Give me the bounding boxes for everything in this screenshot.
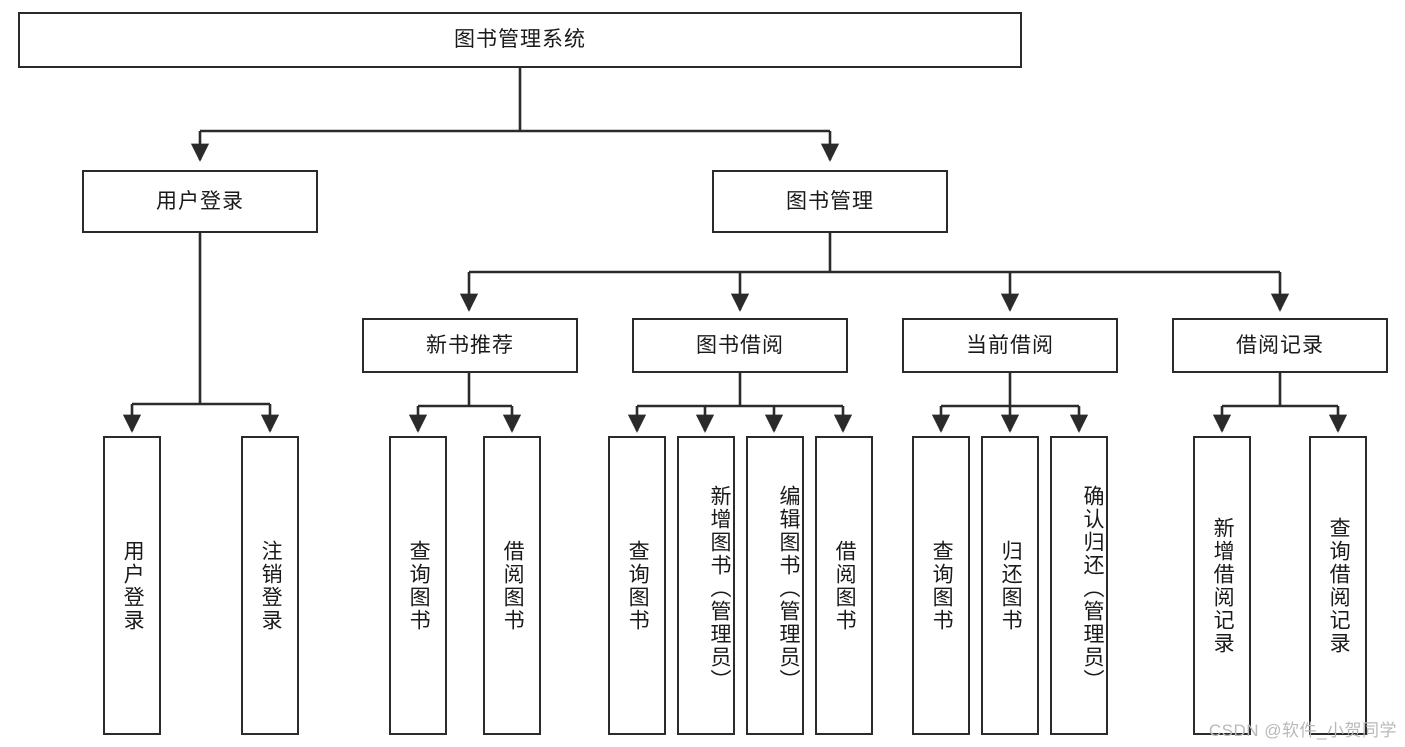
leaf-borrow-record-query[interactable]: 查询借阅记录	[1309, 436, 1367, 735]
node-new-book-recommend[interactable]: 新书推荐	[362, 318, 578, 373]
node-book-management[interactable]: 图书管理	[712, 170, 948, 233]
leaf-book-borrow-add[interactable]: 新增图书（管理员）	[677, 436, 735, 735]
leaf-current-borrow-confirm[interactable]: 确认归还（管理员）	[1050, 436, 1108, 735]
leaf-borrow-record-add[interactable]: 新增借阅记录	[1193, 436, 1251, 735]
leaf-book-borrow-query[interactable]: 查询图书	[608, 436, 666, 735]
leaf-book-borrow-edit[interactable]: 编辑图书（管理员）	[746, 436, 804, 735]
leaf-book-borrow-lend[interactable]: 借阅图书	[815, 436, 873, 735]
leaf-user-login-login[interactable]: 用户登录	[103, 436, 161, 735]
node-root-system[interactable]: 图书管理系统	[18, 12, 1022, 68]
leaf-current-borrow-return[interactable]: 归还图书	[981, 436, 1039, 735]
node-book-borrow[interactable]: 图书借阅	[632, 318, 848, 373]
leaf-new-book-query[interactable]: 查询图书	[389, 436, 447, 735]
node-user-login[interactable]: 用户登录	[82, 170, 318, 233]
node-borrow-record[interactable]: 借阅记录	[1172, 318, 1388, 373]
watermark-text: CSDN @软件_小贺同学	[1208, 721, 1397, 740]
node-current-borrow[interactable]: 当前借阅	[902, 318, 1118, 373]
leaf-new-book-borrow[interactable]: 借阅图书	[483, 436, 541, 735]
leaf-user-login-logout[interactable]: 注销登录	[241, 436, 299, 735]
leaf-current-borrow-query[interactable]: 查询图书	[912, 436, 970, 735]
